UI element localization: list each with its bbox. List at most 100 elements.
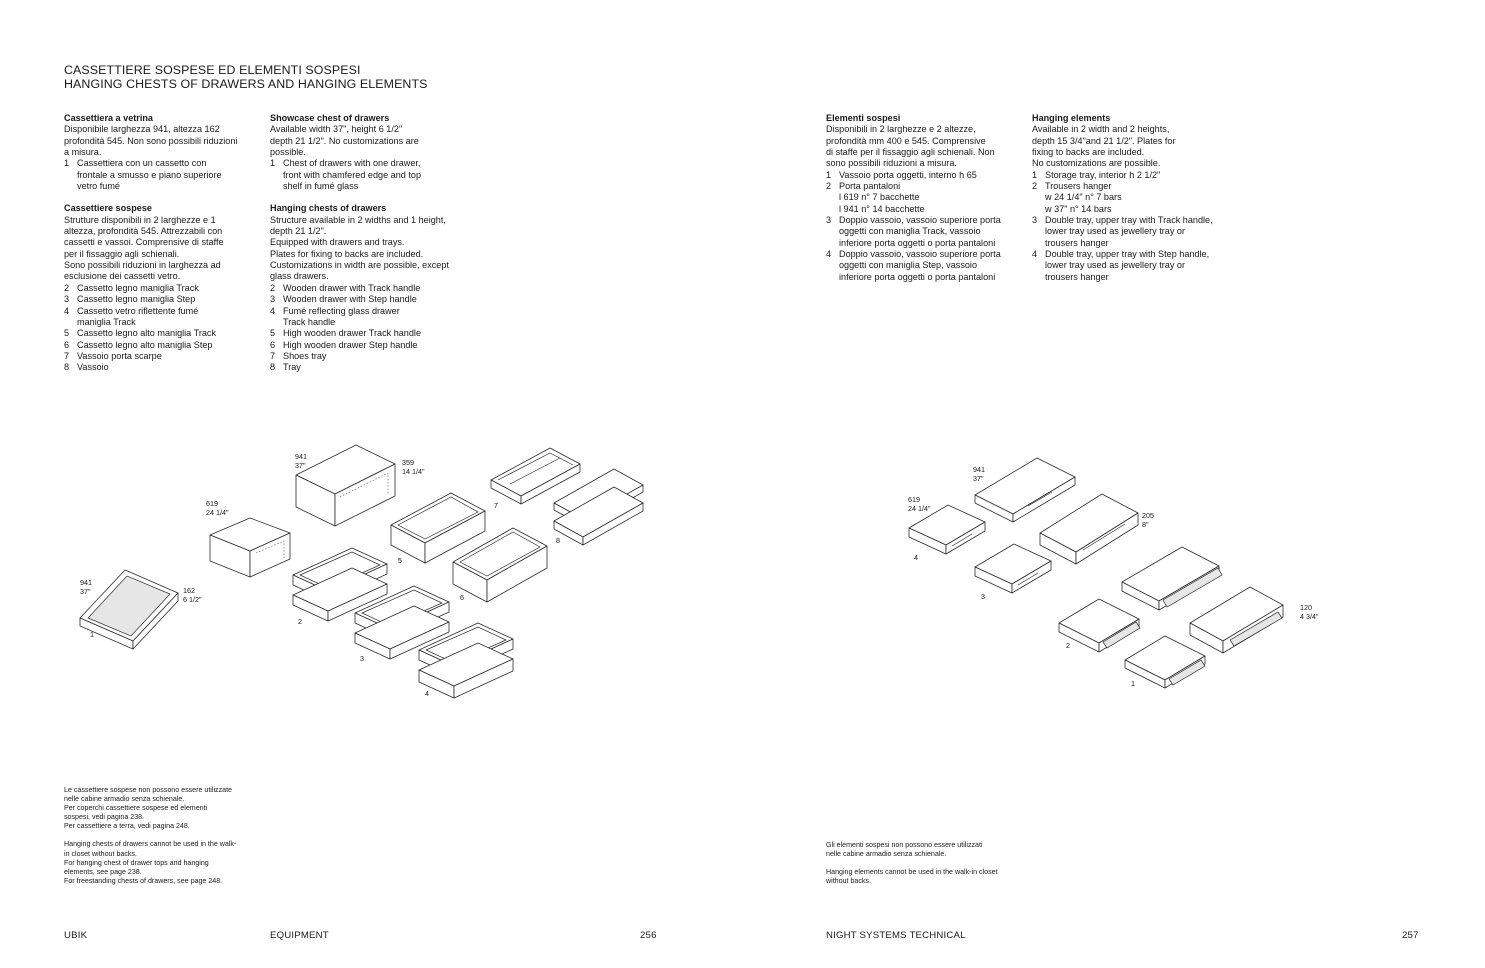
item-number: 6 (270, 339, 276, 350)
item-number: 2 (270, 282, 276, 293)
item-text-line: Fumé reflecting glass drawer (283, 305, 400, 316)
note-line-it: Per coperchi cassettiere sospese ed elem… (64, 804, 208, 813)
dim-37-in: 37" (973, 474, 984, 483)
note-line-en: Hanging chests of drawers cannot be used… (64, 840, 237, 849)
footer-brand: UBIK (64, 930, 88, 941)
item-number: 6 (64, 339, 70, 350)
note-left: Le cassettiere sospese non possono esser… (64, 786, 264, 886)
item-text-line: w 24 1/4" n° 7 bars (1045, 192, 1122, 203)
item-number: 7 (270, 350, 276, 361)
item-number: 1 (270, 158, 276, 169)
label-1: 1 (1131, 679, 1135, 688)
item-text-line: oggetti con maniglia Step, vassoio (839, 260, 978, 271)
item-number: 4 (270, 305, 276, 316)
item-number: 3 (826, 215, 832, 226)
section-heading: Showcase chest of drawers (270, 113, 390, 123)
dim-205-mm: 205 (1142, 511, 1154, 520)
numbered-item: 7 Shoes tray (270, 351, 470, 362)
section-text-line: Available width 37", height 6 1/2" (270, 124, 403, 135)
item-number: 2 (1032, 181, 1038, 192)
item-number: 4 (826, 249, 832, 260)
item-text: Vassoio porta scarpe (77, 351, 264, 362)
item-text-line: Tray (283, 362, 301, 373)
item-number: 7 (64, 350, 70, 361)
section-text-line: Disponibili in 2 larghezze e 2 altezze, (826, 124, 976, 135)
page-number-right: 257 (1402, 930, 1419, 941)
label-3: 3 (360, 654, 364, 663)
section-heading: Hanging chests of drawers (270, 203, 387, 214)
section-heading: Cassettiere sospese (64, 203, 152, 214)
label-3: 3 (981, 592, 985, 601)
label-8: 8 (556, 536, 560, 545)
label-4: 4 (425, 689, 429, 698)
element-trousers-large-drawing (1121, 546, 1223, 611)
item-text-line: Doppio vassoio, vassoio superiore porta (839, 249, 1001, 260)
numbered-item: 5 High wooden drawer Track handle (270, 328, 470, 339)
element-small-4-drawing (908, 504, 986, 555)
label-7: 7 (494, 501, 498, 510)
section-text-line: depth 21 1/2". No customizations are (270, 135, 419, 146)
section-text-line: Structure available in 2 widths and 1 he… (270, 214, 446, 225)
section-text-line: Available in 2 width and 2 heights, (1032, 124, 1170, 135)
high-drawer-step-drawing (452, 527, 548, 603)
note-line-en: Hanging elements cannot be used in the w… (826, 868, 998, 877)
item-text-line: Storage tray, interior h 2 1/2" (1045, 169, 1161, 180)
item-text-line: l 941 n° 14 bacchette (839, 203, 925, 214)
item-number: 5 (270, 328, 276, 339)
item-number: 5 (64, 328, 70, 339)
item-text-line: High wooden drawer Track handle (283, 328, 421, 339)
item-text: Chest of drawers with one drawer,front w… (283, 158, 470, 192)
note-spacer (64, 831, 264, 840)
drawing-hanging-chests: 941 37" 162 6 1/2" 1 619 24 1/4" 941 37"… (79, 444, 644, 699)
note-line-it: nelle cabine armadio senza schienale. (826, 850, 947, 859)
section-text-line: Disponibile larghezza 941, altezza 162 (64, 124, 220, 135)
element-205-drawing (1039, 493, 1139, 565)
note-line-en: For hanging chest of drawer tops and han… (64, 858, 209, 867)
note-line-it: Le cassettiere sospese non possono esser… (64, 786, 232, 794)
item-number: 8 (270, 362, 276, 373)
item-text-line: Vassoio porta scarpe (77, 350, 162, 361)
item-text: Double tray, upper tray with Track handl… (1045, 215, 1232, 249)
item-text-line: Cassetto legno alto maniglia Step (77, 339, 213, 350)
section-text-line: di staffe per il fissaggio agli schienal… (826, 147, 995, 158)
label-1: 1 (90, 630, 94, 639)
numbered-item: 3 Doppio vassoio, vassoio superiore porta… (826, 215, 1026, 249)
dim-4-3-4-in: 4 3/4" (1300, 612, 1319, 621)
item-text-line: Trousers hanger (1045, 181, 1112, 192)
note-line-en: For freestanding chests of drawers, see … (64, 876, 223, 885)
section-text-line: depth 15 3/4"and 21 1/2". Plates for (1032, 135, 1176, 146)
section-text-line: depth 21 1/2". (270, 226, 327, 237)
tray-drawing (553, 468, 644, 546)
item-number: 3 (64, 294, 70, 305)
item-text-line: Chest of drawers with one drawer, (283, 158, 421, 169)
element-large-drawing (974, 457, 1076, 523)
label-2: 2 (1066, 641, 1070, 650)
item-text-line: vetro fumé (77, 181, 120, 192)
item-number: 4 (64, 305, 70, 316)
item-text-line: Track handle (283, 316, 336, 327)
item-text-line: shelf in fumé glass (283, 181, 359, 192)
element-3-drawing (974, 543, 1052, 594)
section-heading: Elementi sospesi (826, 113, 901, 123)
section-text-line: Strutture disponibili in 2 larghezze e 1 (64, 214, 216, 225)
item-text-line: Shoes tray (283, 350, 327, 361)
item-text: Double tray, upper tray with Step handle… (1045, 249, 1232, 283)
item-text-line: inferiore porta oggetti o porta pantalon… (839, 237, 996, 248)
